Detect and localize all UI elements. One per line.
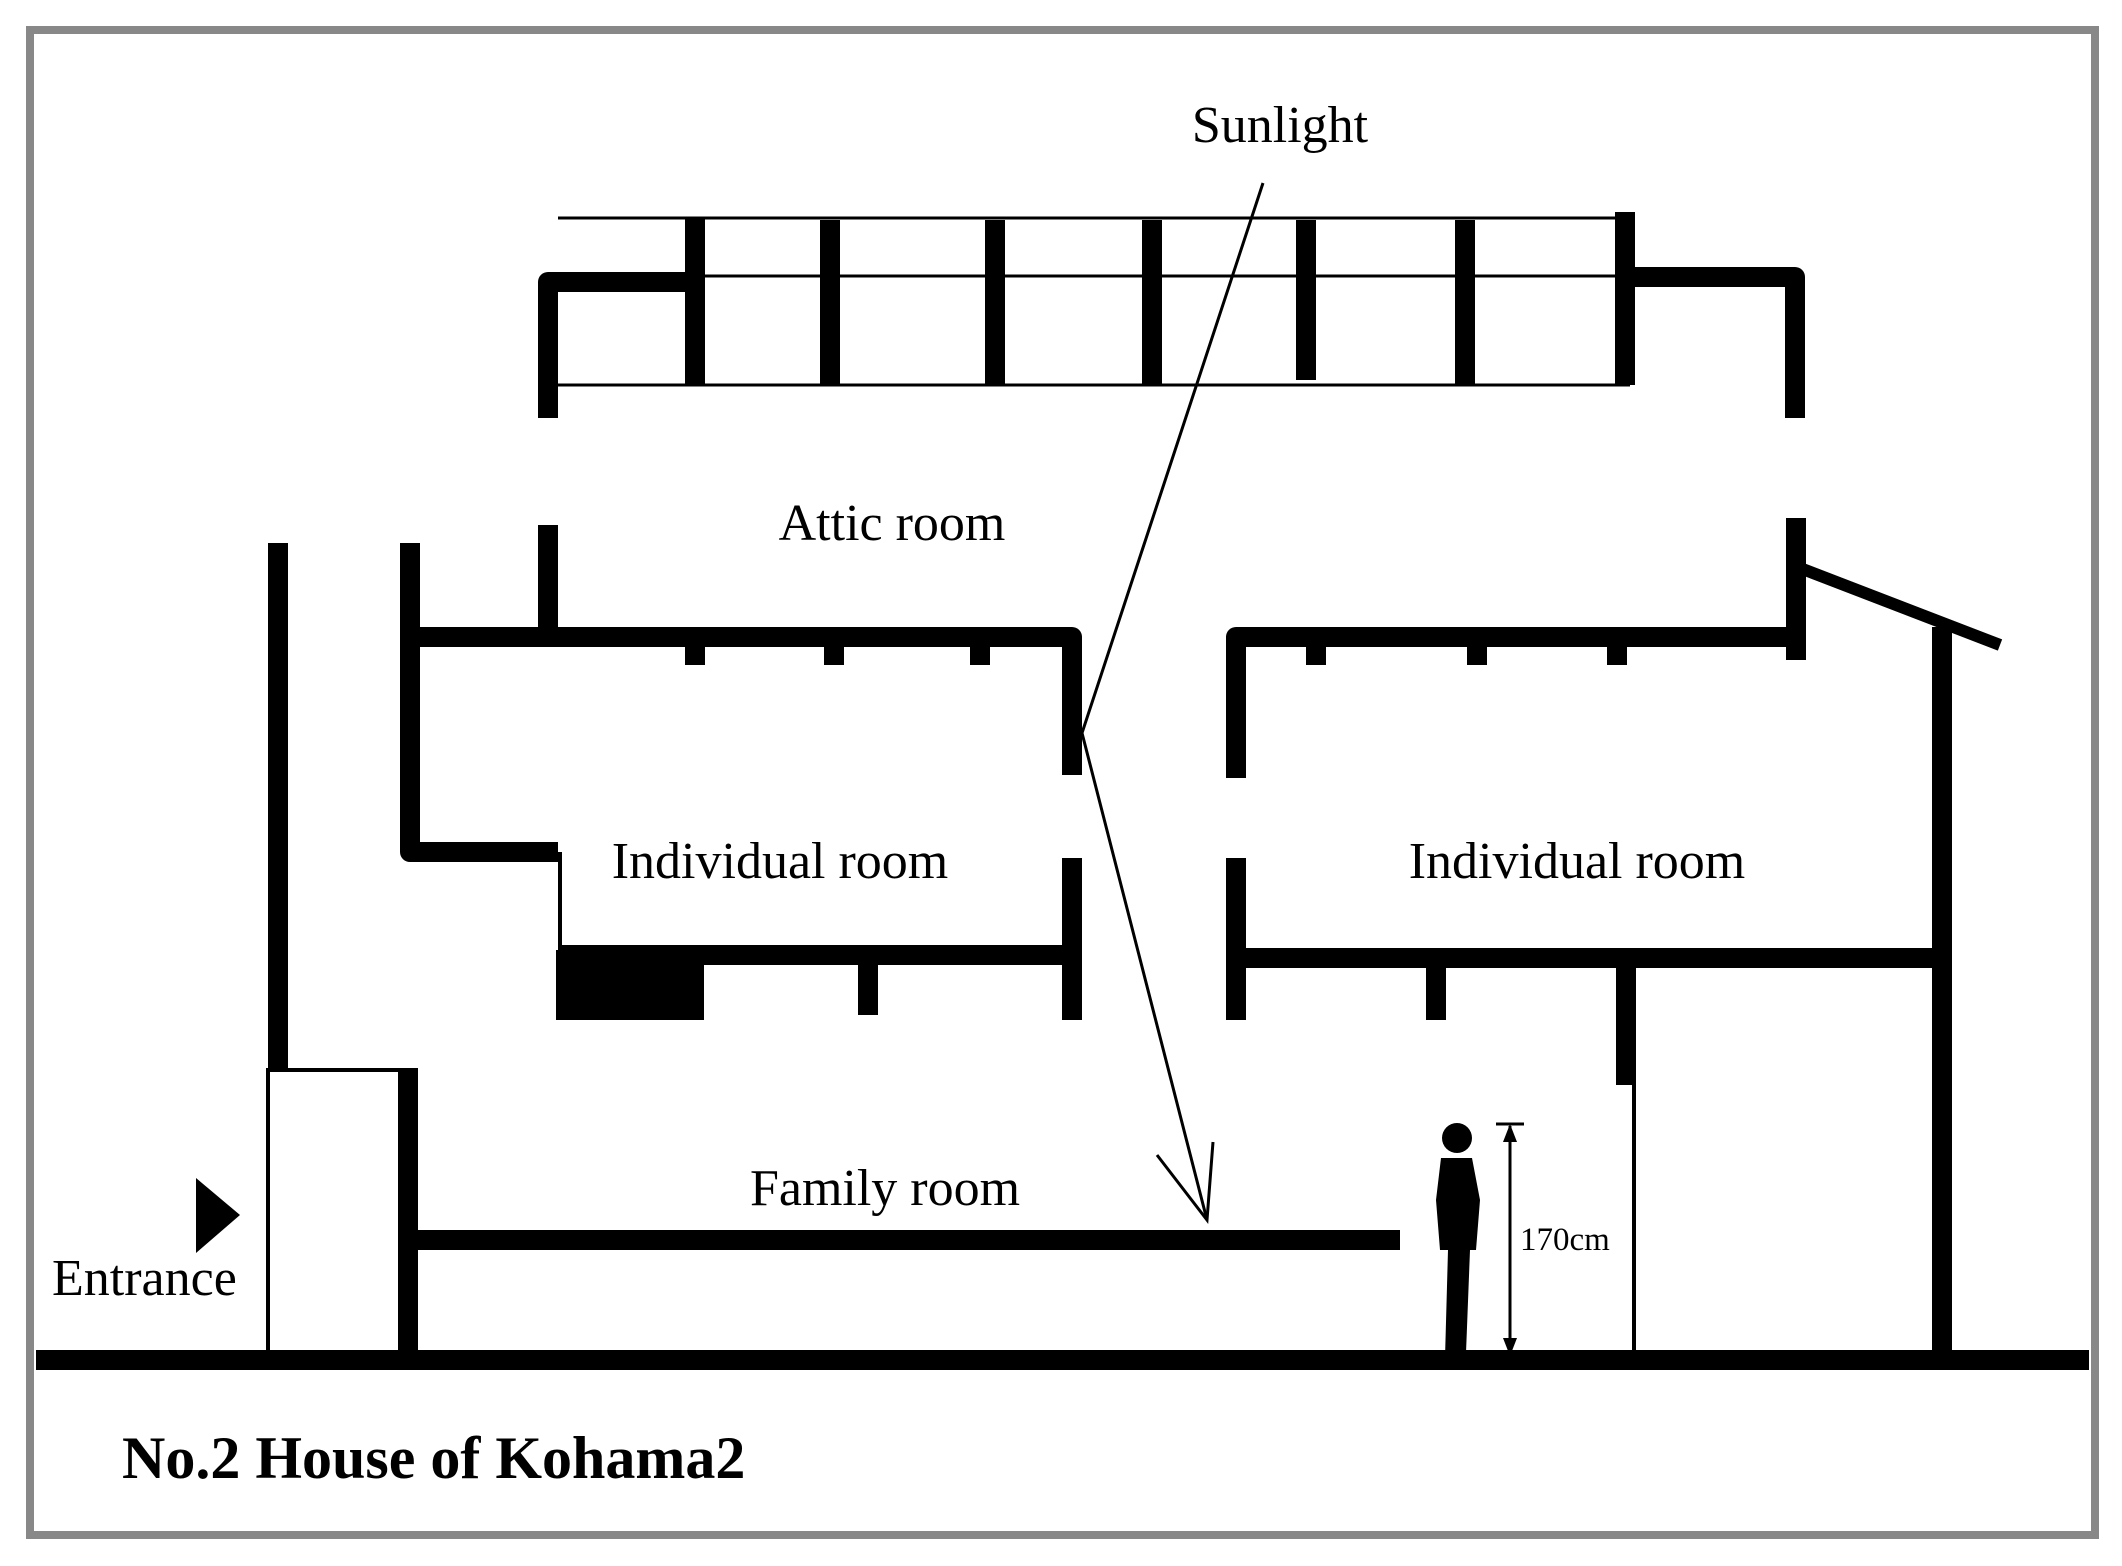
individual-room-left-label: Individual room xyxy=(612,833,949,890)
stair-block xyxy=(556,950,704,1020)
individual-room-right-label: Individual room xyxy=(1409,833,1746,890)
height-measure-label: 170cm xyxy=(1520,1222,1610,1258)
height-dimension xyxy=(1496,1122,1524,1358)
diagram-title: No.2 House of Kohama2 xyxy=(122,1425,745,1491)
family-room-label: Family room xyxy=(750,1160,1020,1217)
frame-border xyxy=(26,26,2099,1539)
left-room-walls xyxy=(268,525,1082,1070)
roof-structure xyxy=(538,212,1805,418)
sunlight-label: Sunlight xyxy=(1192,97,1369,154)
attic-room-label: Attic room xyxy=(779,495,1006,552)
person-silhouette-icon xyxy=(1436,1123,1480,1358)
right-room-walls xyxy=(1226,518,2003,1360)
entrance-label: Entrance xyxy=(52,1250,237,1307)
entrance-porch xyxy=(266,1068,418,1360)
entrance-arrow-icon xyxy=(196,1178,240,1253)
sunlight-ray xyxy=(1080,182,1265,1225)
